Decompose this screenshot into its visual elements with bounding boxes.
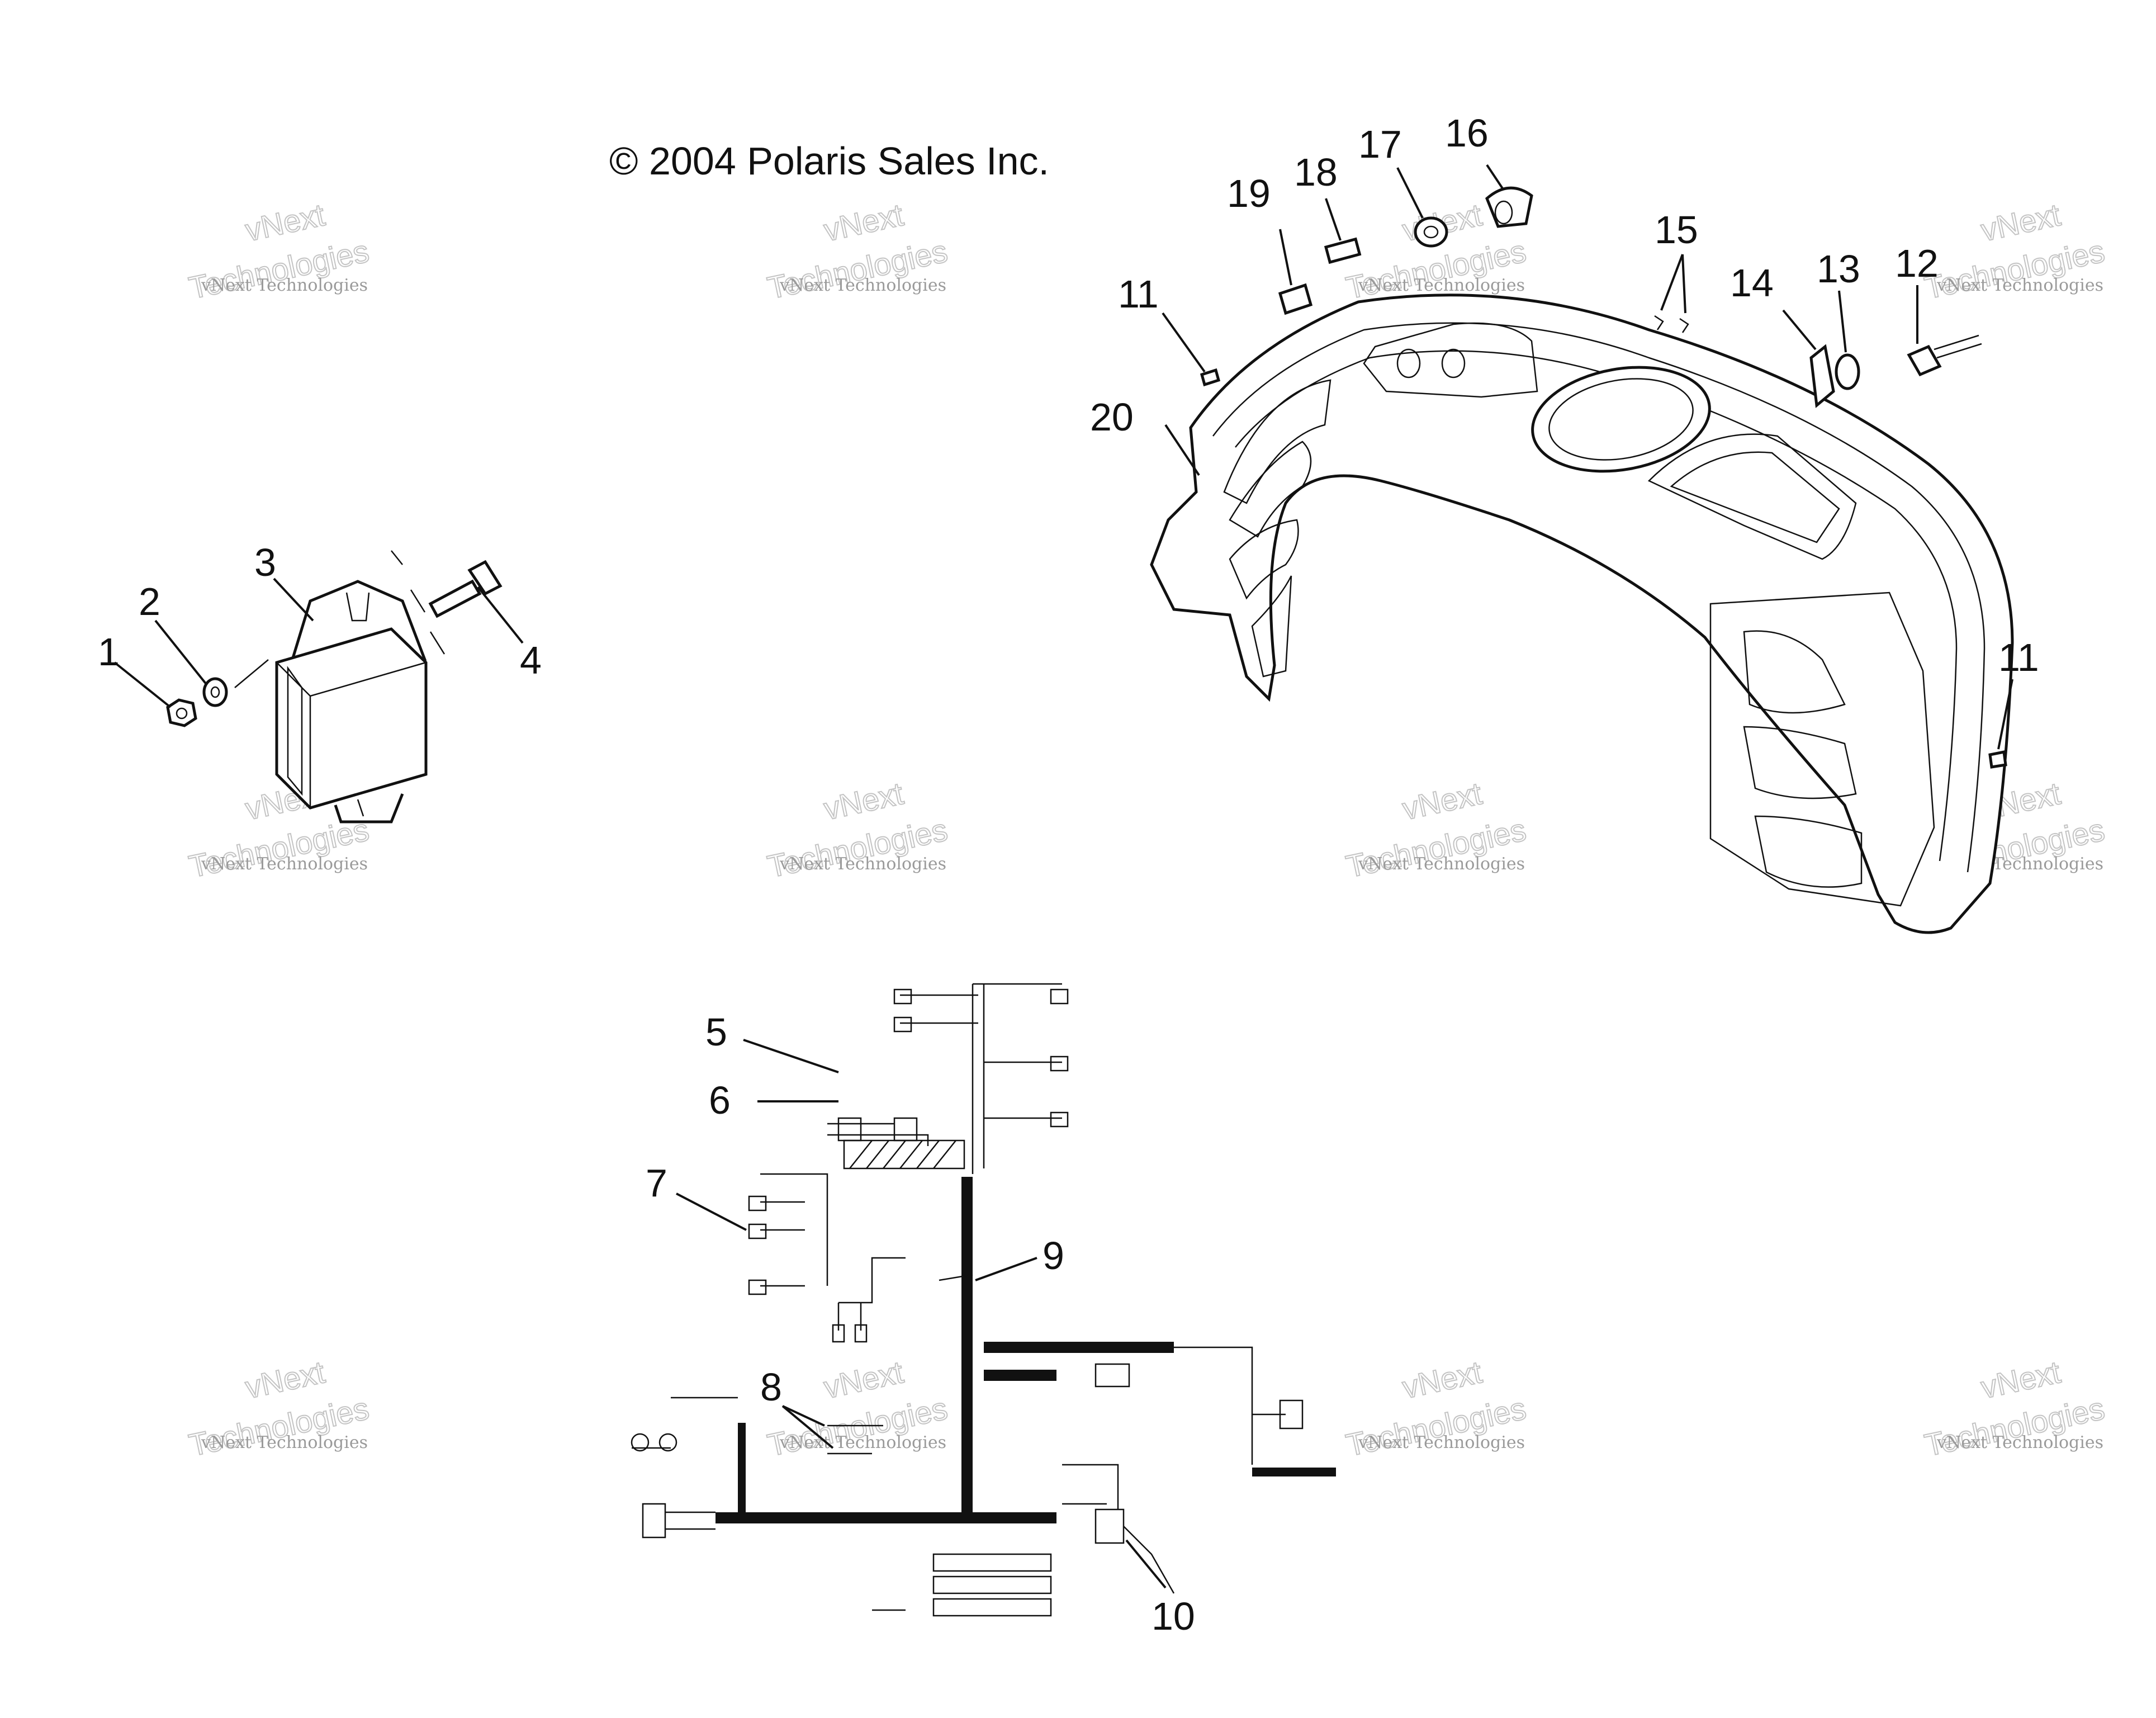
lever-part	[1809, 344, 1835, 408]
callout-5: 5	[705, 1010, 727, 1054]
wiring-harness	[631, 983, 1336, 1617]
watermark: vNext Technologies vNext Technologies	[764, 775, 951, 885]
svg-text:vNext Technologies: vNext Technologies	[201, 1433, 368, 1452]
svg-text:vNext Technologies: vNext Technologies	[1936, 1433, 2103, 1452]
callout-15: 15	[1655, 208, 1698, 252]
key-switch-part	[1414, 216, 1448, 248]
control-module-part	[275, 580, 428, 823]
watermark: vNext Technologies vNext Technologies	[186, 196, 373, 306]
callout-12: 12	[1895, 242, 1939, 285]
callout-2: 2	[139, 580, 160, 623]
callout-17: 17	[1358, 122, 1402, 166]
callout-1: 1	[98, 630, 120, 674]
svg-text:vNext: vNext	[1978, 197, 2064, 248]
knob-part	[1485, 186, 1533, 228]
dash-panel-part	[1150, 294, 2014, 934]
watermark: vNext Technologies vNext Technologies	[1343, 1353, 1530, 1464]
callout-4: 4	[520, 638, 542, 682]
push-rivet-part	[1654, 315, 1689, 333]
watermark: vNext Technologies vNext Technologies	[764, 196, 951, 306]
copyright-text: © 2004 Polaris Sales Inc.	[609, 139, 1049, 183]
svg-text:vNext: vNext	[242, 1354, 328, 1405]
svg-text:vNext Technologies: vNext Technologies	[779, 854, 946, 874]
watermark: vNext Technologies vNext Technologies	[1921, 1353, 2108, 1464]
harness-branch	[738, 1423, 746, 1523]
svg-text:vNext: vNext	[1399, 1354, 1485, 1405]
callout-16: 16	[1445, 111, 1489, 155]
svg-text:vNext Technologies: vNext Technologies	[1936, 276, 2103, 295]
callout-labels: 1 2 3 4 5 6 7 8 9 10 11 11 12 13 14 15 1…	[98, 111, 2039, 1638]
svg-text:vNext Technologies: vNext Technologies	[779, 276, 946, 295]
callout-18: 18	[1294, 150, 1338, 194]
svg-text:vNext Technologies: vNext Technologies	[779, 1433, 946, 1452]
callout-14: 14	[1730, 261, 1774, 305]
callout-7: 7	[646, 1161, 667, 1205]
callout-3: 3	[254, 541, 276, 584]
callout-6: 6	[709, 1078, 731, 1122]
callout-8: 8	[760, 1365, 782, 1409]
watermark: vNext Technologies vNext Technologies	[186, 1353, 373, 1464]
leader-lines	[113, 164, 2013, 1589]
svg-text:vNext: vNext	[821, 775, 907, 826]
svg-text:vNext Technologies: vNext Technologies	[1358, 854, 1525, 874]
module-assembly	[166, 550, 503, 823]
harness-branch	[1252, 1468, 1336, 1476]
svg-text:vNext: vNext	[821, 1354, 907, 1405]
svg-text:vNext Technologies: vNext Technologies	[1358, 276, 1525, 295]
dash-panel-assembly	[1150, 186, 2014, 934]
callout-11: 11	[1118, 272, 1159, 316]
svg-text:vNext Technologies: vNext Technologies	[201, 854, 368, 874]
screw-part	[1200, 368, 1221, 387]
callout-9: 9	[1043, 1234, 1064, 1277]
callout-11: 11	[1998, 636, 2039, 679]
harness-branch	[984, 1370, 1056, 1381]
watermark: vNext Technologies vNext Technologies	[1921, 196, 2108, 306]
callout-20: 20	[1090, 395, 1134, 439]
svg-text:vNext: vNext	[821, 197, 907, 248]
svg-text:vNext Technologies: vNext Technologies	[1358, 1433, 1525, 1452]
callout-19: 19	[1227, 172, 1271, 215]
washer-part	[202, 677, 228, 707]
nut-part	[166, 698, 197, 727]
throttle-part	[1907, 334, 1982, 377]
harness-trunk	[961, 1177, 973, 1512]
screw-part	[1988, 750, 2007, 769]
plug-part	[1278, 283, 1313, 315]
svg-text:vNext: vNext	[1399, 775, 1485, 826]
harness-trunk	[715, 1512, 1056, 1523]
key-part	[1324, 237, 1362, 264]
harness-branch	[984, 1342, 1174, 1353]
svg-text:vNext Technologies: vNext Technologies	[201, 276, 368, 295]
callout-10: 10	[1152, 1594, 1195, 1638]
bolt-part	[234, 550, 503, 688]
adjuster-wheel-part	[1835, 353, 1860, 390]
callout-13: 13	[1817, 247, 1860, 291]
watermark: vNext Technologies vNext Technologies	[764, 1353, 951, 1464]
watermark: vNext Technologies vNext Technologies	[1343, 775, 1530, 885]
svg-text:vNext: vNext	[1978, 1354, 2064, 1405]
svg-text:vNext: vNext	[242, 197, 328, 248]
